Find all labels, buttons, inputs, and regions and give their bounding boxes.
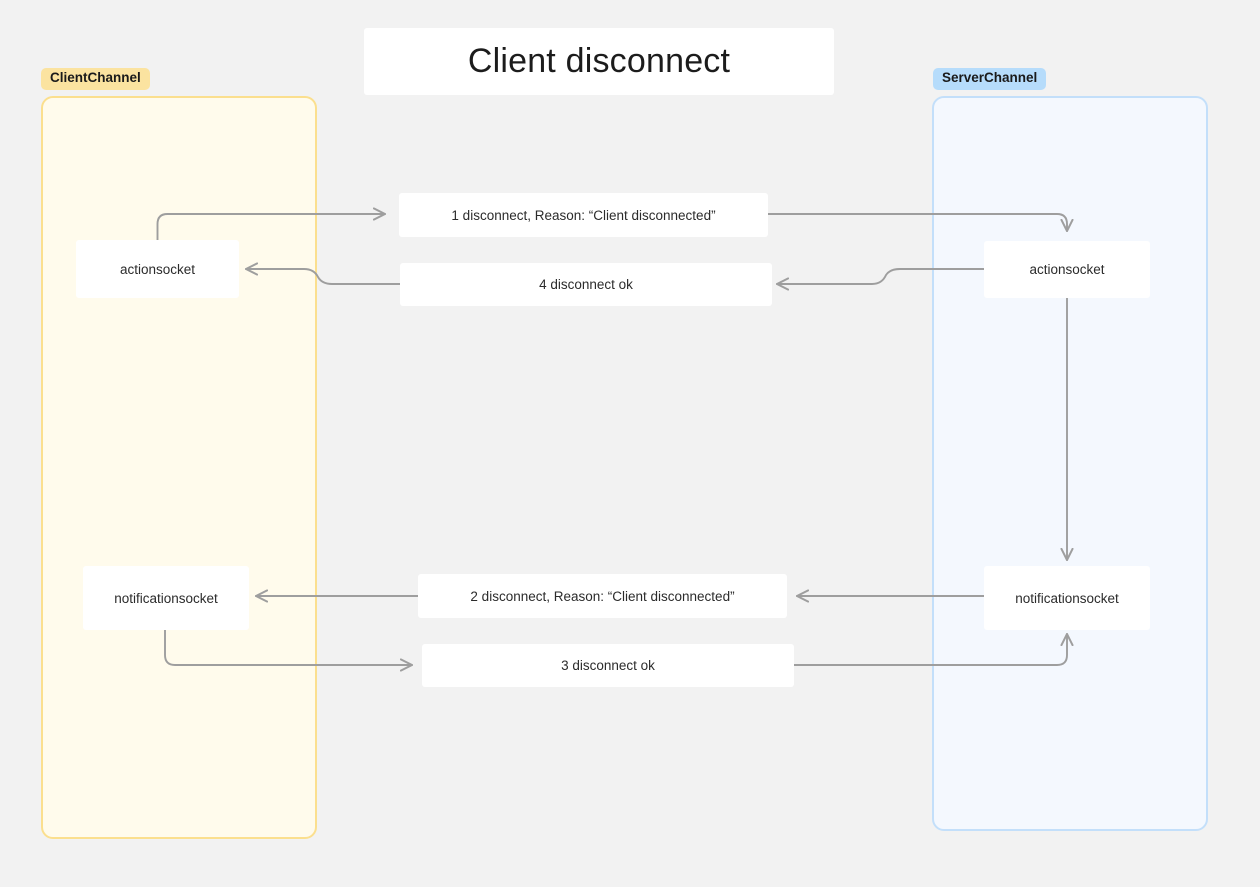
swimlane-badge-server-channel: ServerChannel (933, 68, 1047, 90)
swimlane-server-channel (932, 96, 1208, 831)
node-client-actionsocket[interactable]: actionsocket (76, 240, 239, 298)
swimlane-badge-client-channel: ClientChannel (41, 68, 150, 90)
node-server-notificationsocket[interactable]: notificationsocket (984, 566, 1150, 630)
node-client-notificationsocket[interactable]: notificationsocket (83, 566, 249, 630)
node-server-actionsocket[interactable]: actionsocket (984, 241, 1150, 298)
swimlane-client-channel (41, 96, 317, 839)
message-label-2[interactable]: 2 disconnect, Reason: “Client disconnect… (418, 574, 787, 618)
diagram-title: Client disconnect (364, 28, 834, 95)
message-label-4[interactable]: 4 disconnect ok (400, 263, 772, 306)
message-label-3[interactable]: 3 disconnect ok (422, 644, 794, 687)
message-label-1[interactable]: 1 disconnect, Reason: “Client disconnect… (399, 193, 768, 237)
